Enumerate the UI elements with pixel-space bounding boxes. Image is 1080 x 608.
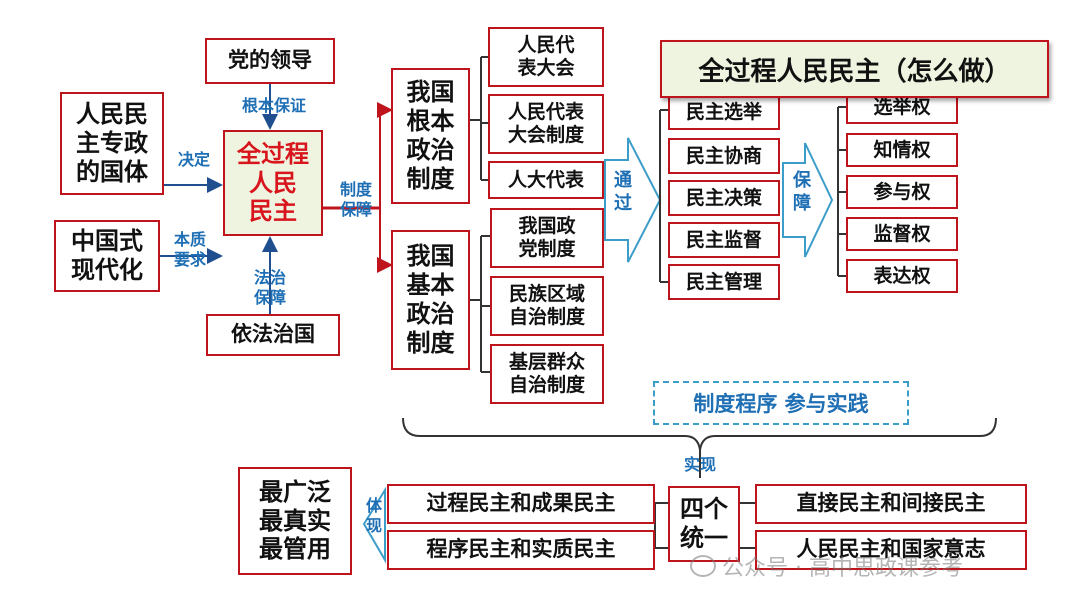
practice-item-4: 民主监督 [668,222,780,258]
basic-system-box: 我国 基本 政治 制度 [391,230,470,370]
watermark-text: 公众号 · 高中思政课参考 [722,556,963,581]
center-whole-process-democracy: 全过程 人民 民主 [223,130,323,236]
label-guarantee: 根本保证 [241,96,306,115]
fundamental-system-box: 我国 根本 政治 制度 [391,68,470,204]
unity-right-2: 人民民主和国家意志 [755,530,1027,570]
unity-left-2: 程序民主和实质民主 [387,530,655,570]
practice-item-3: 民主决策 [668,180,780,216]
rule-of-law-box: 依法治国 [206,314,340,356]
unity-right-1: 直接民主和间接民主 [755,484,1027,524]
right-item-5: 表达权 [846,259,958,293]
fundamental-item-3: 人大代表 [488,161,604,199]
right-item-4: 监督权 [846,217,958,251]
page-title: 全过程人民民主（怎么做） [660,40,1049,98]
dictatorship-box: 人民民 主专政 的国体 [60,92,164,195]
four-unities-box: 四个 统一 [668,486,740,562]
practice-item-1: 民主选举 [668,94,780,130]
basic-item-1: 我国政 党制度 [490,208,604,268]
label-essence: 本质 要求 [173,230,206,269]
label-ensure: 保 障 [793,170,811,214]
label-decide: 决定 [177,150,210,169]
label-embody: 体 现 [365,496,382,535]
practice-item-2: 民主协商 [668,138,780,174]
label-through: 通 过 [614,170,632,214]
modernization-box: 中国式 现代化 [54,220,160,292]
wechat-icon [690,555,716,577]
right-item-2: 知情权 [846,133,958,167]
result-box: 最广泛 最真实 最管用 [238,467,352,575]
practice-item-5: 民主管理 [668,264,780,300]
basic-item-3: 基层群众 自治制度 [490,344,604,404]
label-system-guarantee: 制度 保障 [339,180,372,219]
unity-left-1: 过程民主和成果民主 [387,484,655,524]
label-realize: 实现 [683,455,716,474]
procedure-label: 制度程序 参与实践 [653,381,909,425]
fundamental-item-2: 人民代表 大会制度 [488,94,604,154]
label-law-guarantee: 法治 保障 [253,268,286,307]
party-leadership-box: 党的领导 [205,38,335,84]
right-item-3: 参与权 [846,175,958,209]
basic-item-2: 民族区域 自治制度 [490,276,604,336]
fundamental-item-1: 人民代 表大会 [488,27,604,87]
watermark: 公众号 · 高中思政课参考 [690,550,963,582]
